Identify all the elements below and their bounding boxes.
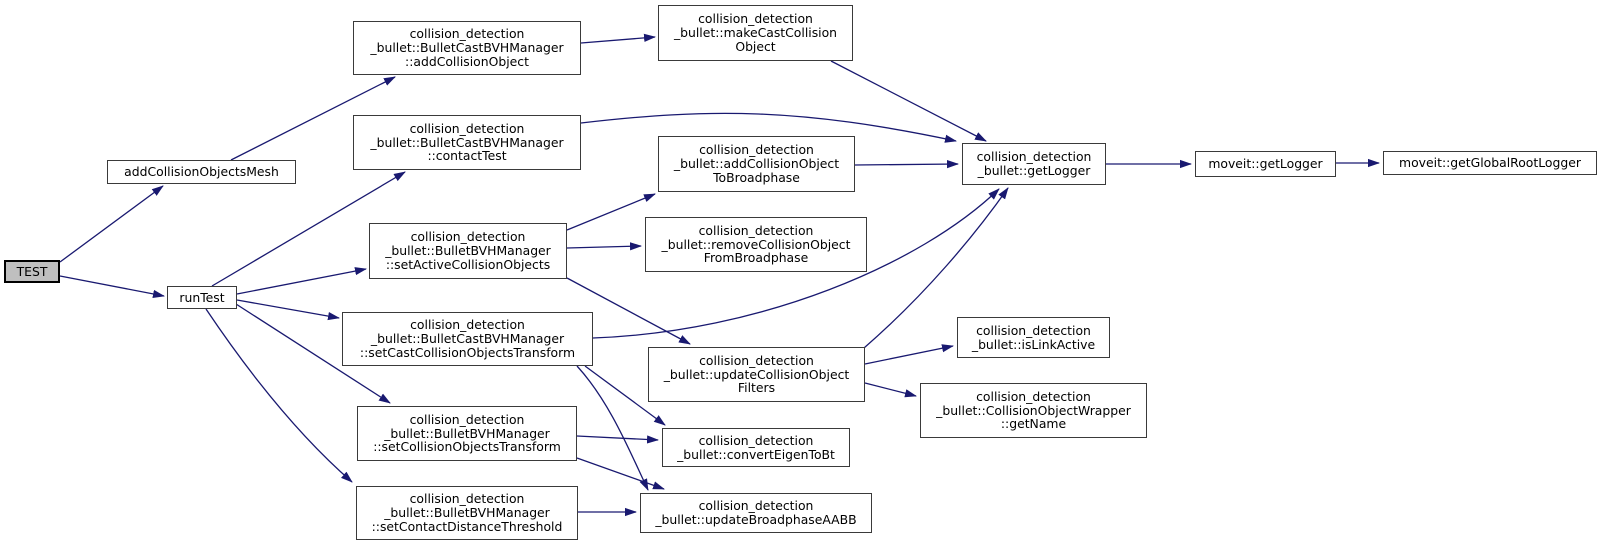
edge-set-collision-objects-transform-to-update-broadphase-aabb [576, 457, 665, 490]
node-contact-test[interactable]: collision_detection_bullet::BulletCastBV… [353, 115, 581, 170]
node-label-line: collision_detection [698, 498, 814, 514]
node-label-line: collision_detection [409, 26, 525, 42]
node-label-line: collision_detection [409, 411, 525, 427]
node-label-line: _bullet::BulletBVHManager [384, 425, 550, 441]
node-cast-add-collision-object[interactable]: collision_detection_bullet::BulletCastBV… [353, 21, 581, 75]
edge-set-cast-collision-objects-transform-to-update-broadphase-aabb [576, 365, 649, 491]
edge-update-collision-object-filters-to-collision-object-wrapper-get-name [864, 382, 917, 398]
node-label-line: collision_detection [410, 229, 526, 245]
node-run-test[interactable]: runTest [167, 286, 237, 309]
node-update-collision-object-filters[interactable]: collision_detection_bullet::updateCollis… [648, 347, 865, 402]
node-label-line: _bullet::addCollisionObject [673, 156, 840, 172]
node-label-line: ::addCollisionObject [405, 53, 529, 69]
edge-run-test-to-contact-test [211, 171, 406, 287]
node-is-link-active[interactable]: collision_detection_bullet::isLinkActive [957, 317, 1110, 358]
node-collision-object-wrapper-get-name[interactable]: collision_detection_bullet::CollisionObj… [920, 383, 1147, 438]
edge-set-active-collision-objects-to-remove-collision-object-from-broadphase [566, 242, 642, 251]
node-label-line: _bullet::CollisionObjectWrapper [936, 402, 1131, 418]
edge-set-cast-collision-objects-transform-to-convert-eigen-to-bt [584, 365, 666, 426]
edge-add-collision-object-to-broadphase-to-get-logger [854, 160, 959, 169]
edge-contact-test-to-get-logger [580, 112, 957, 143]
edges-group [59, 33, 1380, 517]
node-label-line: collision_detection [410, 317, 525, 333]
node-label-line: collision_detection [698, 222, 814, 238]
node-label-line: collision_detection [976, 322, 1091, 338]
node-remove-collision-object-from-broadphase[interactable]: collision_detection_bullet::removeCollis… [645, 217, 867, 272]
node-label-line: moveit::getLogger [1208, 156, 1323, 172]
node-label-line: _bullet::isLinkActive [971, 336, 1096, 352]
node-label-line: runTest [179, 289, 225, 305]
node-label-line: collision_detection [976, 149, 1092, 165]
node-label-line: _bullet::getLogger [977, 163, 1091, 178]
node-label-line: collision_detection [409, 120, 525, 136]
edge-set-collision-objects-transform-to-convert-eigen-to-bt [576, 435, 659, 444]
edge-set-active-collision-objects-to-add-collision-object-to-broadphase [566, 193, 656, 231]
node-update-broadphase-aabb[interactable]: collision_detection_bullet::updateBroadp… [640, 493, 872, 533]
node-label-line: Object [735, 38, 776, 54]
node-label-line: collision_detection [698, 11, 813, 27]
node-label-line: ::setActiveCollisionObjects [385, 256, 551, 272]
node-label-line: _bullet::BulletBVHManager [384, 505, 550, 521]
node-label-line: collision_detection [698, 432, 814, 448]
node-label-line: _bullet::makeCastCollision [673, 25, 838, 41]
node-label-line: _bullet::convertEigenToBt [677, 446, 835, 462]
node-add-collision-objects-mesh[interactable]: addCollisionObjectsMesh [107, 160, 296, 184]
node-label-line: collision_detection [699, 352, 814, 368]
node-label-line: ToBroadphase [713, 169, 800, 185]
node-moveit-get-global-root-logger[interactable]: moveit::getGlobalRootLogger [1383, 151, 1597, 175]
node-make-cast-collision-object[interactable]: collision_detection_bullet::makeCastColl… [658, 5, 853, 61]
node-get-logger[interactable]: collision_detection_bullet::getLogger [962, 143, 1106, 185]
node-label-line: addCollisionObjectsMesh [124, 164, 279, 180]
node-label-line: Filters [737, 380, 776, 396]
edge-cast-add-collision-object-to-make-cast-collision-object [580, 33, 656, 44]
node-label-line: _bullet::BulletCastBVHManager [370, 134, 564, 150]
node-test: TEST [4, 260, 60, 283]
node-label-line: collision_detection [409, 491, 525, 507]
edge-test-to-run-test [59, 275, 165, 298]
node-label-line: _bullet::removeCollisionObject [661, 236, 851, 252]
node-set-collision-objects-transform[interactable]: collision_detection_bullet::BulletBVHMan… [357, 406, 577, 461]
edge-run-test-to-set-active-collision-objects [236, 267, 367, 295]
node-label-line: _bullet::updateBroadphaseAABB [655, 512, 857, 527]
node-set-contact-distance-threshold[interactable]: collision_detection_bullet::BulletBVHMan… [356, 486, 578, 540]
node-label-line: _bullet::updateCollisionObject [663, 366, 850, 382]
node-moveit-get-logger[interactable]: moveit::getLogger [1195, 151, 1336, 177]
node-convert-eigen-to-bt[interactable]: collision_detection_bullet::convertEigen… [662, 428, 850, 467]
edge-run-test-to-set-contact-distance-threshold [205, 308, 353, 483]
node-label-line: collision_detection [976, 388, 1091, 404]
node-label-line: _bullet::BulletBVHManager [385, 243, 551, 259]
edge-add-collision-objects-mesh-to-cast-add-collision-object [230, 76, 396, 161]
node-label-line: ::setCastCollisionObjectsTransform [359, 344, 576, 360]
node-label-line: TEST [16, 263, 48, 279]
edge-update-collision-object-filters-to-is-link-active [864, 344, 954, 365]
edge-set-active-collision-objects-to-update-collision-object-filters [566, 277, 691, 345]
node-set-cast-collision-objects-transform[interactable]: collision_detection_bullet::BulletCastBV… [342, 312, 593, 366]
node-label-line: ::getName [1000, 416, 1067, 432]
node-label-line: moveit::getGlobalRootLogger [1399, 155, 1581, 171]
node-add-collision-object-to-broadphase[interactable]: collision_detection_bullet::addCollision… [658, 136, 855, 192]
node-label-line: _bullet::BulletCastBVHManager [370, 40, 564, 56]
edge-update-collision-object-filters-to-get-logger [863, 187, 1009, 349]
node-label-line: _bullet::BulletCastBVHManager [370, 331, 565, 347]
edge-run-test-to-set-collision-objects-transform [235, 303, 391, 404]
node-label-line: collision_detection [699, 142, 814, 158]
node-label-line: FromBroadphase [703, 250, 809, 266]
node-label-line: ::contactTest [427, 148, 507, 164]
node-set-active-collision-objects[interactable]: collision_detection_bullet::BulletBVHMan… [369, 223, 567, 279]
node-label-line: ::setCollisionObjectsTransform [373, 439, 561, 455]
edge-test-to-add-collision-objects-mesh [59, 185, 164, 263]
edge-set-cast-collision-objects-transform-to-get-logger [592, 188, 1000, 339]
edge-run-test-to-set-cast-collision-objects-transform [236, 299, 340, 321]
node-label-line: ::setContactDistanceThreshold [371, 518, 563, 534]
edge-make-cast-collision-object-to-get-logger [830, 60, 987, 142]
